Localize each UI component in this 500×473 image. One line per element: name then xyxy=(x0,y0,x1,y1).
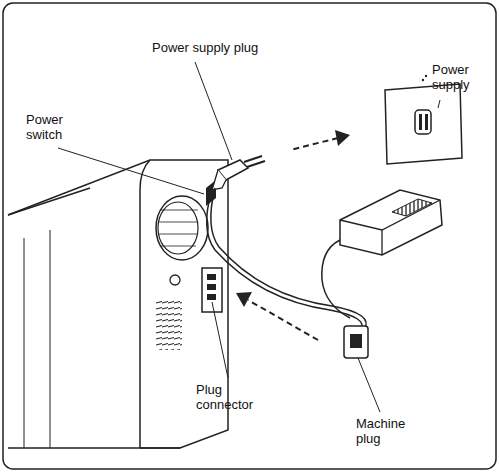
screw xyxy=(170,275,180,285)
part-label: Power supply xyxy=(432,62,488,92)
sewing-machine xyxy=(8,160,228,448)
leader-line xyxy=(58,62,440,412)
foot-controller xyxy=(322,190,442,318)
part-label: Power switch xyxy=(26,112,96,142)
power-cord xyxy=(207,188,367,330)
vent xyxy=(156,298,182,350)
part-label: Power supply plug xyxy=(152,40,292,55)
part-label: Plug connector xyxy=(196,382,276,412)
plug-connector xyxy=(202,268,222,312)
machine-plug xyxy=(344,326,368,358)
frame xyxy=(3,3,496,469)
part-label: Machine plug xyxy=(356,416,426,446)
dashed-arrow xyxy=(236,130,350,340)
power-supply-plug xyxy=(212,156,265,190)
hand-wheel xyxy=(156,196,208,260)
